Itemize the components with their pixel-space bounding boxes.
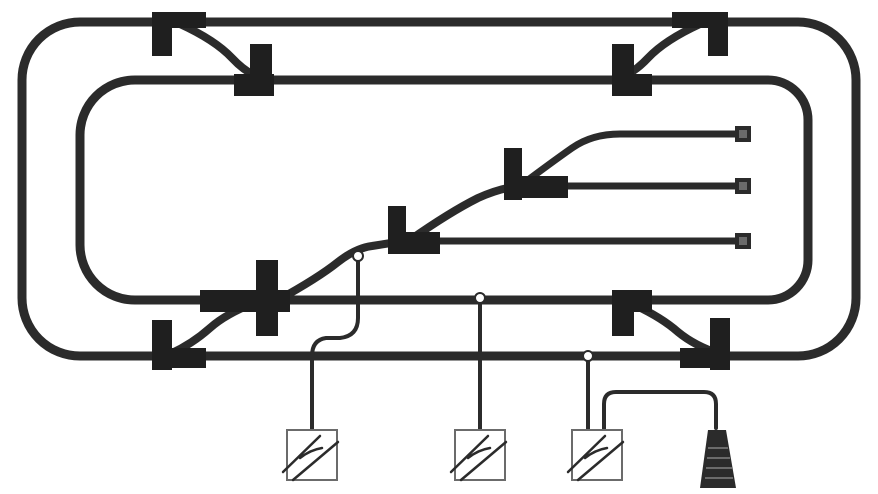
siding-1-buffer-stop bbox=[735, 126, 751, 142]
siding-3-buffer-stop bbox=[735, 233, 751, 249]
power-unit-3-transformer-icon bbox=[566, 429, 625, 482]
power-unit-1-transformer-icon bbox=[281, 429, 340, 482]
hand-controller-icon bbox=[700, 430, 736, 488]
feeder-1-wire bbox=[310, 254, 360, 434]
power-unit-2-transformer-icon bbox=[449, 429, 508, 482]
inner-loop bbox=[75, 75, 813, 305]
yard-lead-track bbox=[274, 236, 414, 304]
siding-2-buffer-stop bbox=[735, 178, 751, 194]
yard-upper-branch bbox=[516, 130, 746, 190]
bottom-left-crossover-turnout bbox=[152, 260, 290, 370]
top-left-crossover-turnout bbox=[152, 12, 274, 96]
feeder-3-connector bbox=[582, 350, 594, 362]
feeder-1-connector bbox=[352, 250, 364, 262]
feeder-2-connector bbox=[474, 292, 486, 304]
yard-turnout-2 bbox=[504, 148, 568, 200]
top-right-crossover-turnout bbox=[612, 12, 728, 96]
outer-loop bbox=[17, 17, 861, 361]
top-left-crossover-track bbox=[176, 20, 264, 82]
controller-cable bbox=[602, 390, 718, 434]
yard-ladder-track bbox=[406, 182, 524, 244]
yard-turnout-1 bbox=[388, 206, 440, 254]
bottom-right-crossover-turnout bbox=[612, 290, 730, 370]
